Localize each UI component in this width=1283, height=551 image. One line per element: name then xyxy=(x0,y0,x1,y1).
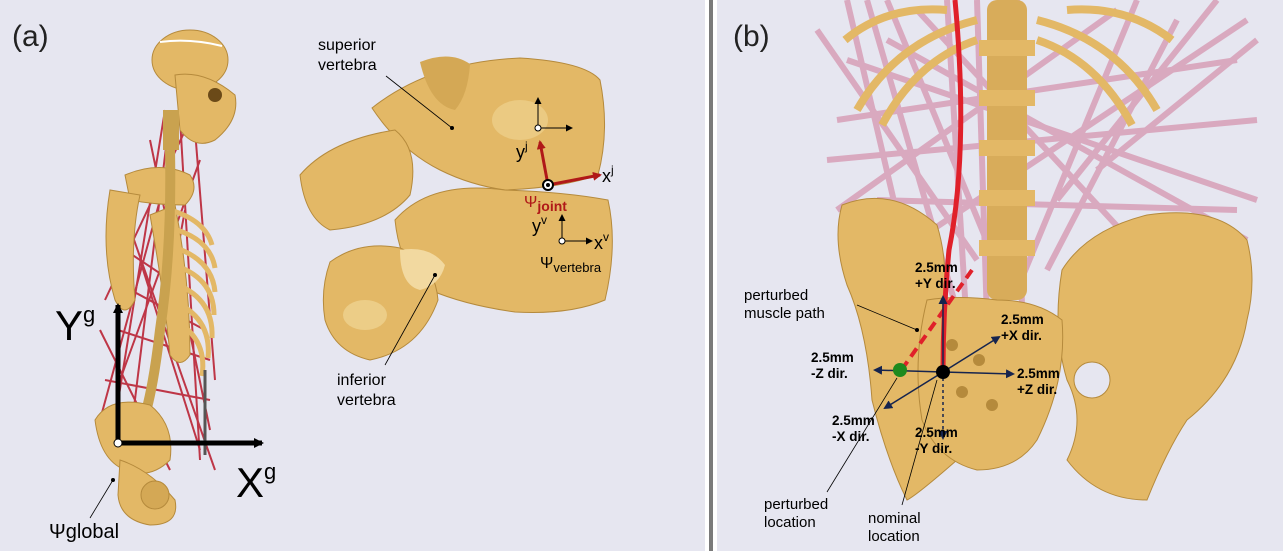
perturbed-path-label-1: perturbed xyxy=(744,287,808,304)
plus-y-label-1: 2.5mm xyxy=(915,260,958,275)
minus-y-label-2: -Y dir. xyxy=(915,441,952,456)
plus-x-label-1: 2.5mm xyxy=(1001,312,1044,327)
joint-x-label: xj xyxy=(602,163,614,186)
nominal-location-label-1: nominal xyxy=(868,510,921,527)
minus-y-label-1: 2.5mm xyxy=(915,425,958,440)
plus-z-label-1: 2.5mm xyxy=(1017,366,1060,381)
plus-y-label-2: +Y dir. xyxy=(915,276,956,291)
minus-z-label-1: 2.5mm xyxy=(811,350,854,365)
panel-b: 2.5mm +Y dir. 2.5mm +X dir. 2.5mm +Z dir… xyxy=(717,0,1283,551)
panel-a: Yg Xg Ψglobal superior vertebra xyxy=(0,0,705,551)
nominal-location-label-2: location xyxy=(868,528,920,545)
panel-divider-line xyxy=(709,0,713,551)
perturbed-location-point xyxy=(893,363,907,377)
inferior-label-1: inferior xyxy=(337,372,387,389)
minus-x-label-1: 2.5mm xyxy=(832,413,875,428)
minus-z-label-2: -Z dir. xyxy=(811,366,848,381)
y-global-label: Yg xyxy=(55,302,95,349)
plus-x-label-2: +X dir. xyxy=(1001,328,1042,343)
superior-label-1: superior xyxy=(318,37,376,54)
panel-b-illustration: 2.5mm +Y dir. 2.5mm +X dir. 2.5mm +Z dir… xyxy=(717,0,1283,551)
perturbed-location-label-2: location xyxy=(764,514,816,531)
perturbed-location-label-1: perturbed xyxy=(764,496,828,513)
panel-a-illustration: Yg Xg Ψglobal superior vertebra xyxy=(0,0,705,551)
inferior-label-2: vertebra xyxy=(337,392,396,409)
spine-b xyxy=(979,0,1035,300)
plus-z-label-2: +Z dir. xyxy=(1017,382,1057,397)
panel-a-label: (a) xyxy=(12,20,49,53)
pelvis-b xyxy=(838,198,1252,500)
panel-b-label: (b) xyxy=(733,20,770,53)
skeleton-model xyxy=(95,30,236,525)
psi-global-label: Ψglobal xyxy=(49,521,119,543)
x-global-label: Xg xyxy=(236,459,276,506)
perturbed-path-label-2: muscle path xyxy=(744,305,825,322)
nominal-location-point xyxy=(936,365,950,379)
global-origin xyxy=(114,439,122,447)
superior-label-2: vertebra xyxy=(318,57,377,74)
